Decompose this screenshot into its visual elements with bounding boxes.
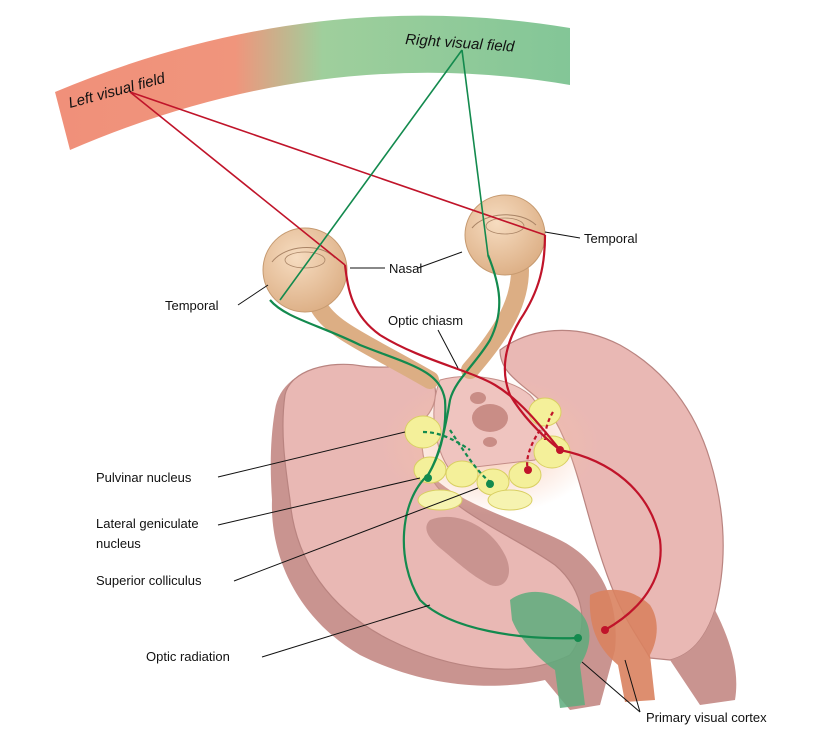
- temporal-left-label: Temporal: [165, 298, 219, 313]
- colliculus-green-synapse: [486, 480, 494, 488]
- leader-pulvinar: [217, 431, 406, 478]
- leader-cortex-green: [581, 661, 641, 713]
- left-field-pathway: [343, 234, 662, 631]
- nasal-label: Nasal: [389, 261, 422, 276]
- cortex-orange-patch: [589, 589, 657, 702]
- leader-temporal-right: [544, 231, 581, 239]
- leader-colliculus: [233, 487, 479, 582]
- leader-cortex-orange: [624, 659, 641, 713]
- left-ventricle: [426, 516, 510, 586]
- ray-right-to-right-eye: [461, 49, 489, 256]
- left-eye: [262, 227, 439, 389]
- brain-section: [270, 329, 737, 710]
- temporal-right-label: Temporal: [584, 231, 638, 246]
- leader-temporal-left: [237, 284, 269, 306]
- leader-lgn: [217, 477, 421, 526]
- lgn-label-line1: Lateral geniculate: [96, 516, 199, 531]
- lgn-red-synapse: [556, 446, 564, 454]
- right-hemisphere-side: [670, 610, 737, 705]
- field-rays: [129, 49, 546, 301]
- ray-left-to-right-eye: [129, 91, 546, 236]
- lgn-green-synapse: [424, 474, 432, 482]
- cortex-red-synapse: [601, 626, 609, 634]
- cortex-green-patch: [510, 591, 590, 708]
- ray-right-to-left-eye: [279, 49, 463, 301]
- optic-radiation-label: Optic radiation: [146, 649, 230, 664]
- cortex-green-synapse: [574, 634, 582, 642]
- lgn-label-line2: nucleus: [96, 536, 141, 551]
- primary-visual-cortex-label: Primary visual cortex: [646, 710, 767, 725]
- visual-field-band: [55, 15, 570, 150]
- leader-nasal: [417, 251, 463, 269]
- leader-optic-chiasm: [437, 329, 459, 369]
- pulvinar-label: Pulvinar nucleus: [96, 470, 192, 485]
- ray-left-to-left-eye: [129, 91, 346, 266]
- superior-colliculus-label: Superior colliculus: [96, 573, 202, 588]
- leader-optic-radiation: [261, 604, 431, 658]
- colliculus-red-synapse: [524, 466, 532, 474]
- right-field-pathway: [269, 254, 579, 640]
- optic-chiasm-label: Optic chiasm: [388, 313, 463, 328]
